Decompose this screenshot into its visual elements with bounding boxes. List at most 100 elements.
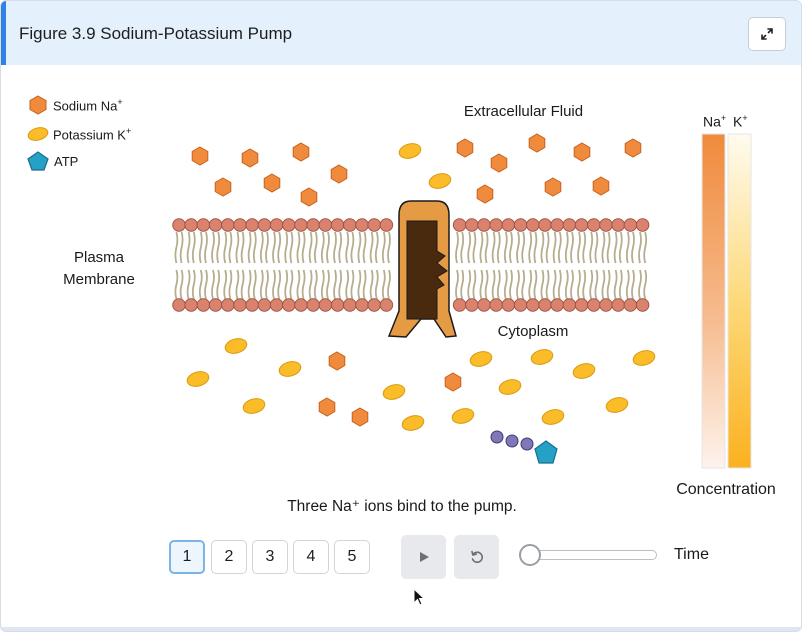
- lipid-head: [269, 298, 284, 312]
- lipid-head: [465, 218, 479, 232]
- lipid-tail: [521, 231, 526, 264]
- lipid-tail: [455, 269, 459, 300]
- lipid-tail: [326, 231, 330, 264]
- lipid-tail: [338, 231, 343, 264]
- lipid-tail: [265, 231, 269, 264]
- cytoplasm-label: Cytoplasm: [497, 323, 569, 340]
- figure-header: Figure 3.9 Sodium-Potassium Pump: [1, 1, 801, 65]
- lipid-tail: [606, 269, 611, 300]
- lipid-tail: [545, 269, 550, 300]
- expand-button[interactable]: [748, 17, 786, 51]
- lipid-tail: [289, 231, 294, 264]
- lipid-tail: [216, 231, 221, 264]
- lipid-head: [282, 298, 296, 312]
- lipid-tail: [577, 269, 581, 300]
- lipid-head: [635, 298, 650, 312]
- lipid-tail: [472, 231, 477, 264]
- sodium-ion: [191, 146, 209, 166]
- lipid-tail: [204, 231, 208, 264]
- step-button-1[interactable]: 1: [169, 540, 205, 574]
- lipid-tail: [479, 231, 484, 264]
- lipid-head: [330, 298, 345, 312]
- atp-molecule: [490, 430, 558, 464]
- time-slider-thumb[interactable]: [519, 544, 541, 566]
- lipid-head: [452, 298, 467, 312]
- lipid-tail: [552, 269, 557, 300]
- lipid-head: [587, 298, 601, 312]
- lipid-head: [574, 298, 589, 312]
- lipid-tail: [552, 231, 557, 264]
- reset-button[interactable]: [454, 535, 499, 579]
- lipid-head: [550, 218, 564, 232]
- concentration-label: Concentration: [676, 481, 776, 498]
- lipid-tail: [296, 269, 301, 300]
- lipid-tail: [557, 269, 562, 300]
- lipid-head: [465, 298, 479, 312]
- time-slider-track[interactable]: [527, 550, 657, 560]
- sodium-ion: [241, 148, 259, 168]
- lipid-tail: [582, 231, 587, 264]
- lipid-tail: [540, 231, 545, 264]
- legend-potassium: Potassium K+: [26, 125, 131, 143]
- lipid-head: [221, 218, 235, 232]
- lipid-tail: [277, 269, 282, 300]
- lipid-head: [196, 298, 211, 312]
- lipid-head: [367, 298, 381, 312]
- legend-sodium-label: Sodium Na+: [53, 96, 123, 114]
- lipid-tail: [528, 269, 533, 300]
- step-button-3[interactable]: 3: [252, 540, 288, 574]
- lipid-tail: [369, 269, 374, 300]
- lipid-tail: [577, 231, 581, 264]
- step-button-4[interactable]: 4: [293, 540, 329, 574]
- lipid-head: [550, 298, 564, 312]
- lipid-head: [318, 298, 333, 312]
- lipid-head: [623, 298, 638, 312]
- membrane-label-line2: Membrane: [63, 271, 135, 288]
- lipid-head: [318, 218, 333, 232]
- lipid-head: [306, 298, 320, 312]
- lipid-head: [245, 218, 259, 232]
- lipid-tail: [247, 269, 252, 300]
- play-button[interactable]: [401, 535, 446, 579]
- lipid-tail: [509, 269, 513, 300]
- lipid-tail: [252, 231, 257, 264]
- lipid-tail: [362, 269, 367, 300]
- lipid-head: [294, 218, 308, 232]
- lipid-tail: [387, 231, 391, 264]
- lipid-tail: [516, 269, 520, 300]
- lipid-tail: [277, 231, 282, 264]
- lipid-head: [257, 298, 272, 312]
- time-slider[interactable]: [519, 544, 659, 566]
- lipid-tail: [381, 231, 386, 264]
- lipid-head: [526, 298, 540, 312]
- lipid-tail: [204, 269, 208, 300]
- lipid-head: [587, 218, 601, 232]
- lipid-tail: [198, 269, 203, 300]
- lipid-tail: [613, 269, 618, 300]
- potassium-ion: [605, 397, 629, 413]
- potassium-ion: [469, 351, 493, 367]
- potassium-ion: [572, 363, 596, 379]
- lipid-tail: [472, 269, 477, 300]
- sodium-ion: [528, 133, 546, 153]
- step-button-2[interactable]: 2: [211, 540, 247, 574]
- lipid-tail: [638, 231, 642, 264]
- lipid-head: [611, 298, 625, 312]
- lipid-head: [343, 298, 357, 312]
- sodium-potassium-pump: [387, 200, 457, 338]
- lipid-tail: [301, 231, 306, 264]
- sodium-ion: [263, 173, 281, 193]
- lipid-head: [196, 218, 211, 232]
- lipid-tail: [496, 231, 501, 264]
- lipid-tail: [191, 231, 196, 264]
- lipid-tail: [240, 269, 245, 300]
- potassium-ion: [278, 361, 302, 377]
- lipid-tail: [338, 269, 343, 300]
- lipid-tail: [528, 231, 533, 264]
- lipid-head: [330, 218, 345, 232]
- lipid-head: [343, 218, 357, 232]
- membrane-label: Plasma Membrane: [51, 249, 147, 288]
- lipid-tail: [350, 231, 355, 264]
- step-button-5[interactable]: 5: [334, 540, 370, 574]
